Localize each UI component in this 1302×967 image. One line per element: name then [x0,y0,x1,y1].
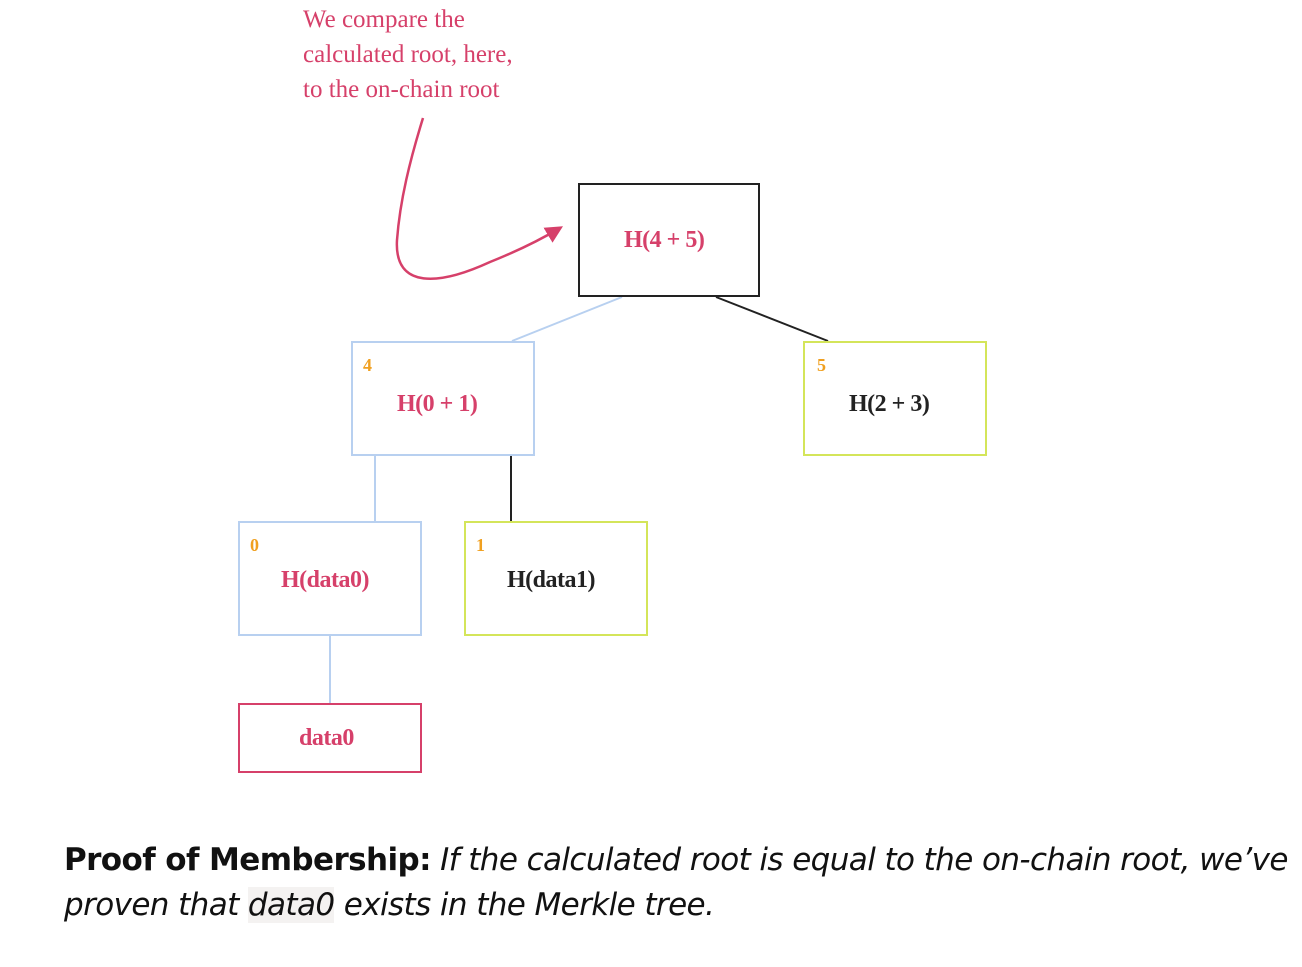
edge-root-n5 [715,296,829,342]
caption-highlight: data0 [247,887,335,923]
caption-title: Proof of Membership: [64,842,431,878]
node-1: 1 H(data1) [464,521,648,636]
root-node: H(4 + 5) [578,183,760,297]
node-5: 5 H(2 + 3) [803,341,987,456]
node-4-label: H(0 + 1) [397,391,478,417]
annotation-line-2: calculated root, here, [303,41,513,68]
caption-text-before: If the calculated root is equal to the o… [64,842,1288,923]
annotation-arrow [395,117,564,280]
node-1-index: 1 [476,535,485,555]
annotation-line-1: We compare the [303,6,465,33]
edge-root-n4 [511,296,623,342]
node-5-index: 5 [817,355,826,375]
annotation-note: We compare the calculated root, here, to… [303,2,603,107]
node-4-index: 4 [363,355,372,375]
node-0-label: H(data0) [281,567,370,593]
data0-node-label: data0 [299,725,354,751]
data0-node: data0 [238,703,422,773]
caption-text-after: exists in the Merkle tree. [334,887,715,923]
annotation-line-3: to the on-chain root [303,76,500,103]
root-node-label: H(4 + 5) [624,227,705,253]
node-0: 0 H(data0) [238,521,422,636]
node-5-label: H(2 + 3) [849,391,930,417]
node-1-label: H(data1) [507,567,596,593]
caption: Proof of Membership: If the calculated r… [64,838,1294,928]
node-0-index: 0 [250,535,259,555]
node-4: 4 H(0 + 1) [351,341,535,456]
